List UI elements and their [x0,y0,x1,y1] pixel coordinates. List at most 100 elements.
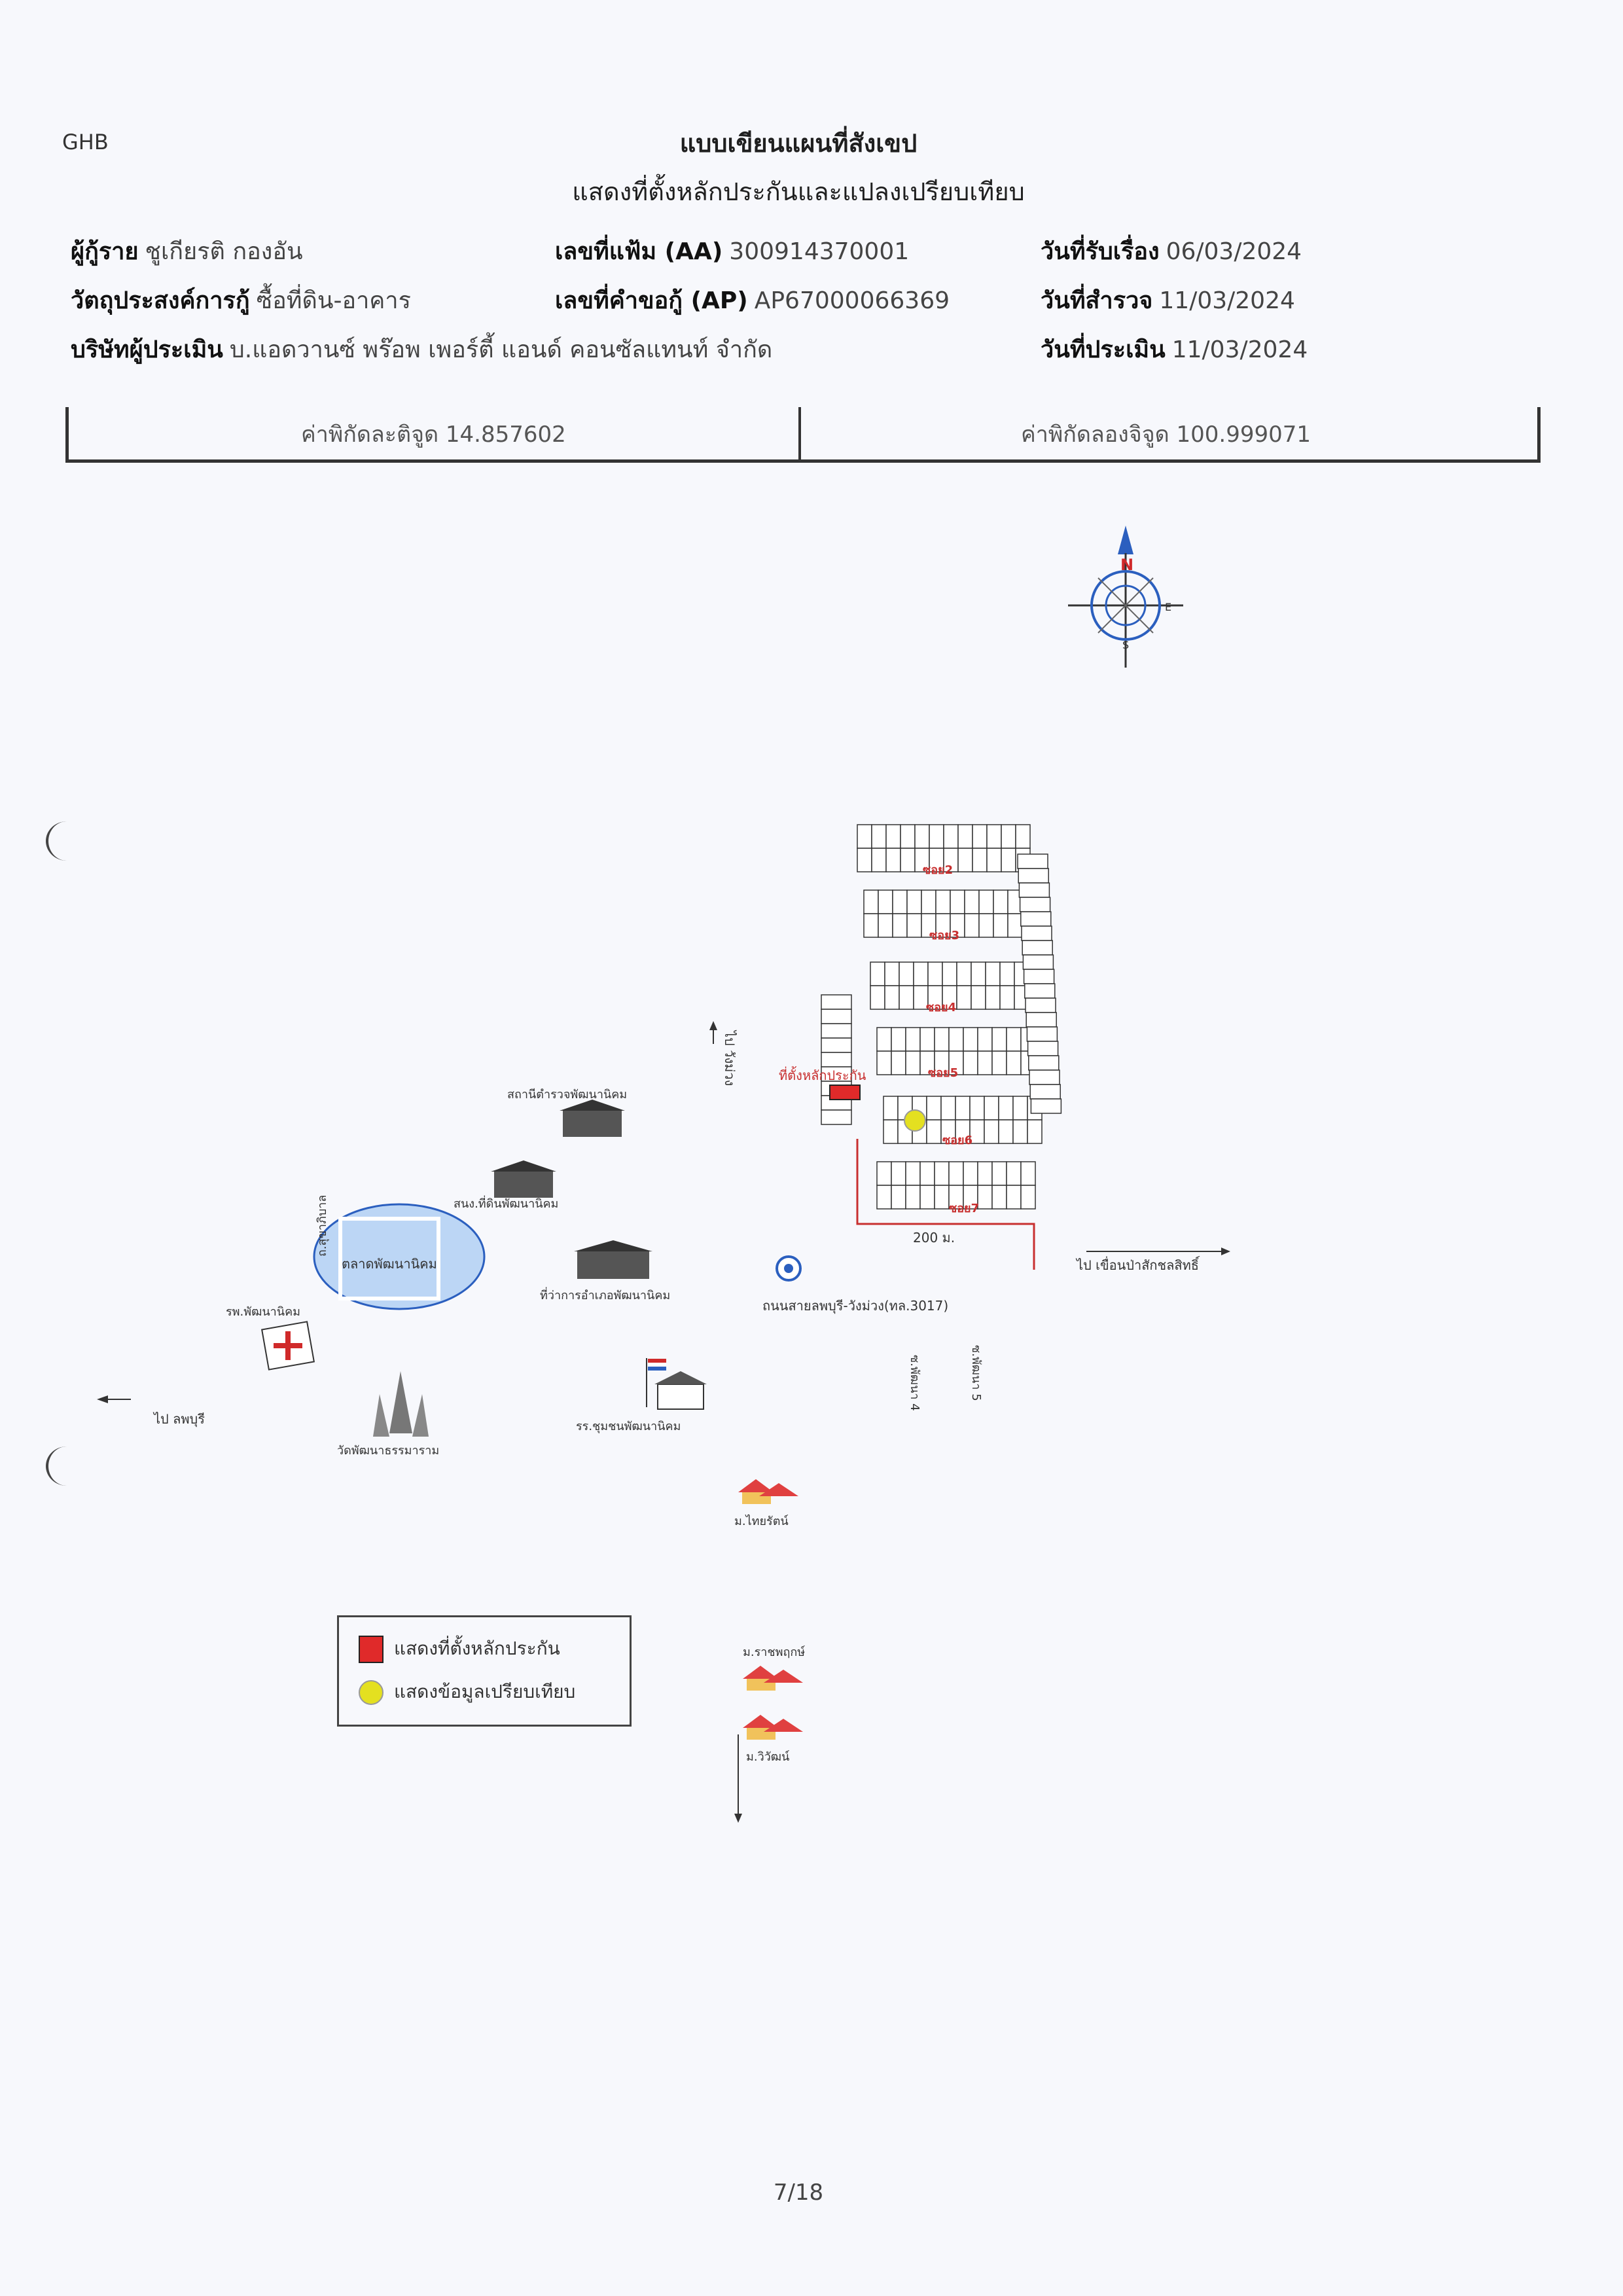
lot-cell [978,889,994,914]
lot-cell [957,824,973,849]
east-road-label: ไป เขื่อนป่าสักชลสิทธิ์ [1075,1255,1200,1273]
lot-cell [999,985,1015,1010]
lot-cell [905,1027,921,1052]
lot-cell [1030,1098,1062,1114]
lot-cell [870,961,885,986]
lot-cell [998,1119,1014,1144]
lot-cell [891,1161,906,1186]
village-2-icon [743,1666,803,1691]
lot-cell [1021,925,1052,941]
lot-cell [876,1185,892,1210]
soi-a-label: ซ.พัฒนา 4 [908,1355,921,1411]
lot-cell [971,985,986,1010]
lot-cell [884,985,900,1010]
lot-cell [863,889,879,914]
lot-cell [1001,848,1016,872]
lot-cell [991,1161,1007,1186]
south-arrow-icon [734,1814,742,1823]
lot-cell [1019,897,1051,912]
lot-cell [978,913,994,938]
landmark-3-label: ที่ว่าการอำเภอพัฒนานิคม [540,1287,670,1302]
lot-cell [870,985,885,1010]
distance-label: 200 ม. [913,1230,955,1246]
lot-cell [963,1027,978,1052]
lot-cell [926,1119,942,1144]
lot-cell [940,1096,956,1121]
lot-cell [950,889,965,914]
file-no-label: เลขที่แฟ้ม (AA) [555,238,723,265]
lot-cell [999,961,1015,986]
lot-cell [892,913,908,938]
file-no-value: 300914370001 [729,238,910,265]
received-date-value: 06/03/2024 [1166,238,1302,265]
highway-label: ถนนสายลพบุรี-วังม่วง(ทล.3017) [762,1298,948,1314]
village-1-icon [738,1479,798,1504]
east-arrow-icon [1221,1247,1230,1255]
soi-b-label: ซ.พัฒนา 5 [969,1345,983,1401]
compass-e-label: E [1165,601,1171,613]
lot-cell [1007,913,1023,938]
west-road-label: ไป ลพบุรี [152,1411,205,1427]
collateral-label: ที่ตั้งหลักประกัน [779,1066,866,1083]
lot-cell [942,961,957,986]
appraisal-date-label: วันที่ประเมิน [1041,336,1166,363]
lot-cell [1020,1161,1036,1186]
lot-cell [948,1161,964,1186]
lot-cell [1020,911,1052,927]
lot-cell [1028,1055,1060,1071]
lot-cell [1022,940,1053,956]
request-no-value: AP67000066369 [754,287,950,314]
received-date-label: วันที่รับเรื่อง [1041,238,1160,265]
lot-cell [977,1185,993,1210]
legend-collateral-swatch [359,1636,383,1663]
village-3-label: ม.วิวัฒน์ [746,1750,790,1764]
lot-cell [1012,1119,1028,1144]
lot-cell [977,1027,993,1052]
lot-cell [1006,1050,1022,1075]
lot-cell [899,961,914,986]
lot-cell [857,848,872,872]
district-office-icon [574,1240,652,1279]
west-arrow-icon [97,1395,108,1403]
lot-cell [998,1096,1014,1121]
landmark-1-label: สถานีตำรวจพัฒนานิคม [507,1088,627,1102]
temple-icon [373,1371,429,1437]
legend-collateral-row: แสดงที่ตั้งหลักประกัน [359,1634,560,1663]
lot-cell [899,985,914,1010]
lot-cell [956,961,972,986]
lot-cell [935,889,951,914]
lot-cell [914,824,930,849]
lot-cell [993,913,1008,938]
lot-cell [956,985,972,1010]
appraiser-label: บริษัทผู้ประเมิน [71,336,223,363]
lot-cell [821,1052,852,1067]
lot-cell [929,824,944,849]
left-road-label: ถ.สุขาภิบาล [315,1195,329,1257]
lot-cell [921,889,936,914]
village-3-icon [743,1715,803,1740]
lot-cell [984,1096,999,1121]
lot-cell [821,1023,852,1039]
lot-cell [934,1185,950,1210]
block-label: ซอย6 [942,1134,972,1147]
borrower-value: ชูเกียรติ กองอัน [145,238,303,265]
survey-date-label: วันที่สำรวจ [1041,287,1153,314]
lot-cell [878,889,893,914]
compass-rose-icon: N E S [1068,526,1183,668]
lot-cell [957,848,973,872]
compass-s-label: S [1122,639,1129,651]
collateral-marker [829,1085,861,1100]
lot-cell [1018,868,1049,884]
market-label: ตลาดพัฒนานิคม [342,1256,437,1272]
lot-cell [1024,983,1056,999]
village-2-label: ม.ราชพฤกษ์ [743,1645,806,1659]
legend-collateral-label: แสดงที่ตั้งหลักประกัน [394,1638,560,1659]
north-road-label: ไป วังม่วง [722,1030,738,1086]
lot-cell [871,824,887,849]
hospital-icon [260,1321,315,1371]
borrower-field: ผู้กู้รายชูเกียรติ กองอัน [71,232,303,270]
lot-cell [821,1009,852,1024]
